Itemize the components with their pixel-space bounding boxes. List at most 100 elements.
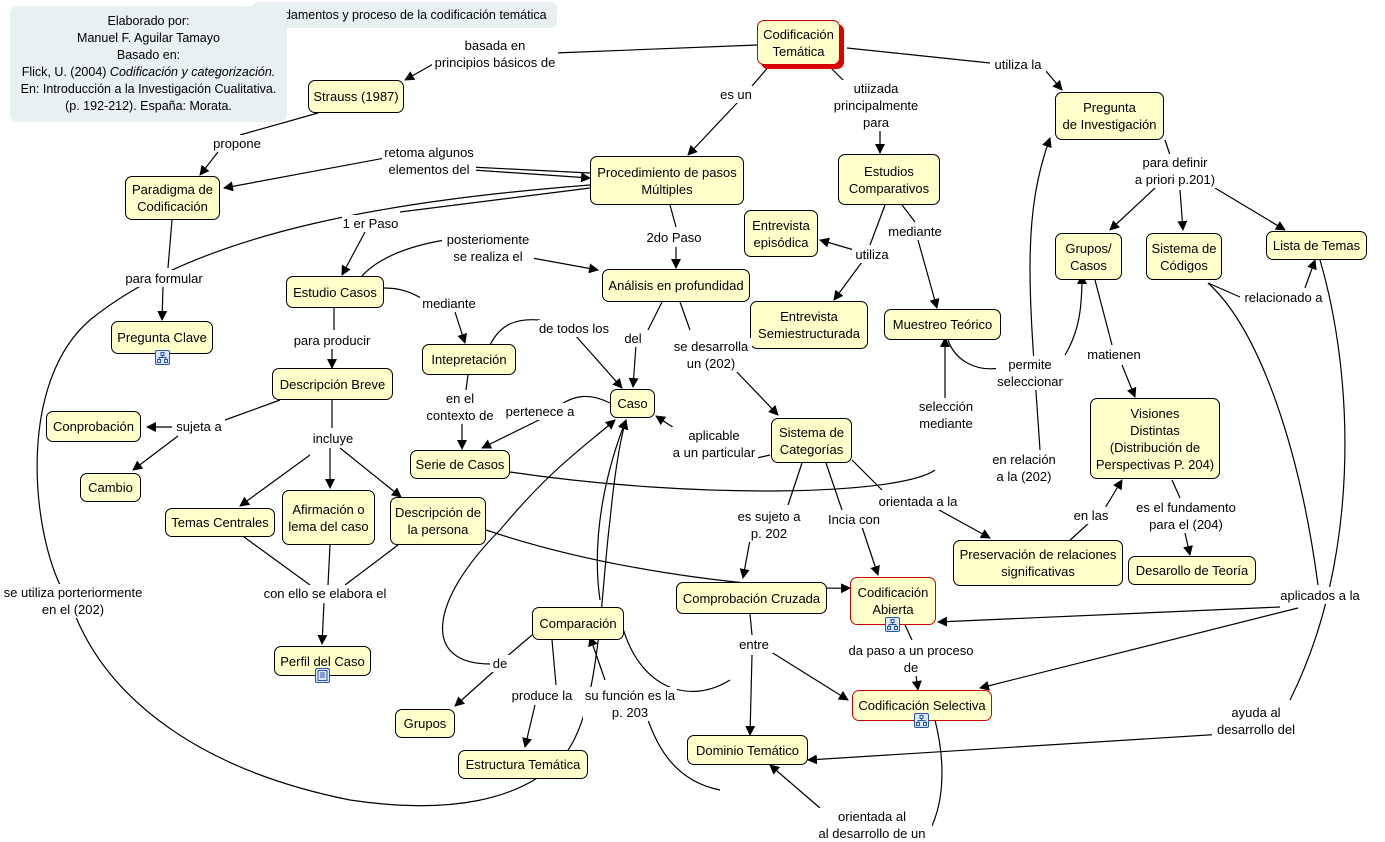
edge-basada-arrow <box>404 62 436 81</box>
edge-orientada-la-line <box>851 459 883 491</box>
node-lista-temas[interactable]: Lista de Temas <box>1266 231 1367 260</box>
link-label-da-paso: da paso a un proceso de <box>840 642 982 676</box>
edge-entre-b <box>767 649 849 701</box>
node-paradigma-codificacion[interactable]: Paradigma de Codificación <box>125 176 220 220</box>
node-sistema-codigos[interactable]: Sistema de Códigos <box>1146 233 1222 280</box>
node-muestreo-teorico[interactable]: Muestreo Teórico <box>884 309 1001 340</box>
edge-utiliza-arrow-a <box>819 237 855 251</box>
edge-orientada-la-arrow <box>929 504 991 539</box>
node-analisis-profundidad[interactable]: Análisis en profundidad <box>602 269 750 302</box>
edge-matienen-arrow <box>1121 364 1137 398</box>
edge-es-fundamento-arrow <box>1183 532 1193 556</box>
node-estructura-tematica[interactable]: Estructura Temática <box>458 750 588 779</box>
map-title: Fundamentos y proceso de la codificación… <box>252 2 557 28</box>
node-procedimiento-pasos[interactable]: Procedimiento de pasos Múltiples <box>590 156 744 205</box>
link-label-2do-paso: 2do Paso <box>645 229 703 246</box>
node-comprobacion-cruzada[interactable]: Comprobación Cruzada <box>676 582 827 614</box>
link-label-del: del <box>621 330 645 347</box>
document-icon[interactable] <box>315 668 330 683</box>
node-entrevista-episodica[interactable]: Entrevista episódica <box>744 210 818 257</box>
edge-para-formular-line <box>167 219 173 269</box>
link-label-se-desarrolla: se desarrolla un (202) <box>670 338 752 372</box>
node-serie-casos[interactable]: Serie de Casos <box>410 450 510 479</box>
edge-1er-paso-line <box>399 187 591 213</box>
link-label-para-formular: para formular <box>123 270 205 287</box>
node-pregunta-clave[interactable]: Pregunta Clave <box>111 321 213 354</box>
edge-del-arrow <box>628 344 639 388</box>
node-pregunta-investigacion[interactable]: Pregunta de Investigación <box>1055 92 1164 140</box>
edge-comp-loop2 <box>621 624 731 693</box>
info-line-3: Basado en: <box>116 48 181 62</box>
hierarchy-icon[interactable] <box>155 350 170 365</box>
edge-produce-arrow <box>522 704 536 748</box>
edge-utiliza-la-line <box>846 47 991 64</box>
node-estudios-comparativos[interactable]: Estudios Comparativos <box>838 154 940 205</box>
edge-orientada-al-src <box>929 719 943 831</box>
edge-incia-line <box>825 462 843 511</box>
node-dominio-tematico[interactable]: Dominio Temático <box>687 735 808 765</box>
edge-entre-a <box>745 654 756 736</box>
link-label-pertenece: pertenece a <box>503 403 577 420</box>
node-comparacion[interactable]: Comparación <box>532 607 624 640</box>
edge-basada-line <box>554 44 758 54</box>
edge-mediante-int-line <box>383 287 426 301</box>
node-strauss[interactable]: Strauss (1987) <box>308 80 404 113</box>
node-cambio[interactable]: Cambio <box>80 473 141 502</box>
edge-posteriormente-line <box>359 239 446 279</box>
node-codificacion-tematica[interactable]: Codificación Temática <box>757 20 840 65</box>
link-label-1er-paso: 1 er Paso <box>342 215 399 232</box>
info-line-2: Manuel F. Aguilar Tamayo <box>77 31 220 45</box>
link-label-en-el-contexto: en el contexto de <box>422 390 498 424</box>
link-label-relacionado: relacionado a <box>1241 289 1326 306</box>
edge-propone-arrow <box>199 151 219 176</box>
edge-mediante-muestreo-line <box>901 204 916 223</box>
link-label-incluye: incluye <box>310 430 356 447</box>
link-label-para-producir: para producir <box>290 332 374 349</box>
author-info-panel: Elaborado por: Manuel F. Aguilar Tamayo … <box>10 6 287 122</box>
link-label-su-funcion: su función es la p. 203 <box>583 687 677 721</box>
edge-de-todos-arrow <box>574 334 623 389</box>
edge-pertenece-arrow <box>481 416 546 449</box>
edge-permite-arrow <box>1064 274 1087 356</box>
node-visiones-distintas[interactable]: Visiones Distintas (Distribución de Pers… <box>1090 398 1220 479</box>
link-label-es-fundamento: es el fundamento para el (204) <box>1133 499 1239 533</box>
node-preservacion-relaciones[interactable]: Preservación de relaciones significativa… <box>953 540 1123 586</box>
edge-para-formular-arrow <box>157 286 168 321</box>
node-entrevista-semiestructurada[interactable]: Entrevista Semiestructurada <box>750 301 868 349</box>
info-citation: Flick, U. (2004) <box>21 65 110 79</box>
edge-es-un-line <box>751 64 771 87</box>
node-temas-centrales[interactable]: Temas Centrales <box>165 508 275 537</box>
node-descripcion-persona[interactable]: Descripción de la persona <box>390 497 486 545</box>
node-interpretacion[interactable]: Intepretación <box>422 344 516 375</box>
info-citation-title: Codificación y categorización. <box>109 65 276 79</box>
node-caso[interactable]: Caso <box>610 389 655 418</box>
link-label-es-un: es un <box>718 86 754 103</box>
node-descripcion-breve[interactable]: Descripción Breve <box>272 368 393 400</box>
link-label-posteriormente: posteriomente se realiza el <box>442 231 534 265</box>
edge-seleccion-line <box>509 469 936 492</box>
node-grupos-casos[interactable]: Grupos/ Casos <box>1055 233 1122 280</box>
edge-es-un-arrow <box>687 101 739 156</box>
hierarchy-icon[interactable] <box>885 617 900 632</box>
edge-utilizada-line <box>827 64 846 83</box>
edge-de-line <box>504 634 533 659</box>
link-label-aplicados: aplicados a la <box>1280 587 1360 604</box>
hierarchy-icon[interactable] <box>914 713 929 728</box>
edge-incia-arrow <box>861 526 880 576</box>
link-label-de: de <box>490 655 510 672</box>
node-conprobacion[interactable]: Conprobación <box>46 411 141 442</box>
edge-entre-line <box>749 613 753 636</box>
link-label-orientada-la: orientada a la <box>875 493 961 510</box>
node-desarrollo-teoria[interactable]: Desarollo de Teoría <box>1128 556 1256 585</box>
node-afirmacion-lema[interactable]: Afirmación o lema del caso <box>282 490 375 545</box>
link-label-ayuda: ayuda al desarrollo del <box>1212 704 1300 738</box>
link-label-seleccion: selección mediante <box>917 398 975 432</box>
edge-en-las-arrow <box>1104 479 1123 509</box>
node-sistema-categorias[interactable]: Sistema de Categorías <box>771 418 852 463</box>
edge-ayuda-src <box>1289 259 1346 701</box>
node-grupos[interactable]: Grupos <box>395 709 455 738</box>
edge-propone-line <box>239 112 319 136</box>
edge-se-desarrolla-arrow <box>734 369 779 416</box>
edge-comp-loop <box>596 419 628 601</box>
node-estudio-casos[interactable]: Estudio Casos <box>286 276 384 308</box>
